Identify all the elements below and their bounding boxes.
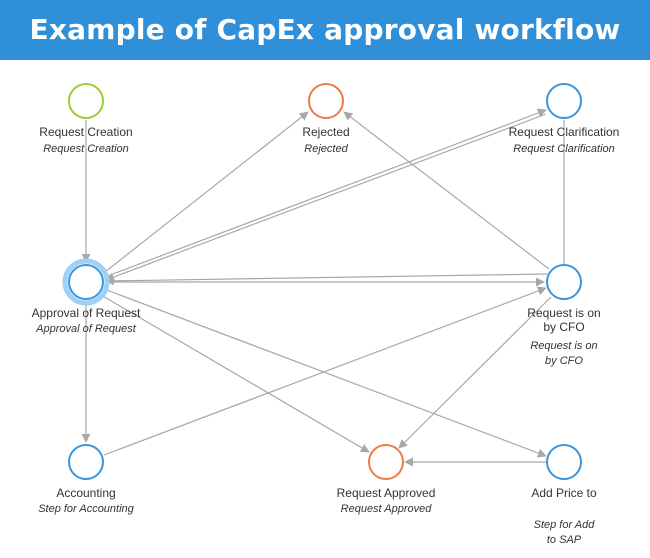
node-label-add-price: Add Price to (531, 486, 597, 500)
node-request-on-cfo[interactable] (546, 264, 582, 300)
node-step-request-creation: Request Creation (43, 143, 129, 155)
node-request-clarification[interactable] (546, 83, 582, 119)
node-add-price[interactable] (546, 444, 582, 480)
edge-cfo-to-rejected (343, 111, 550, 270)
node-step-add-price-line2: to SAP (546, 534, 582, 546)
node-approval-of-request-halo (62, 258, 110, 306)
node-label-request-approved: Request Approved (336, 486, 436, 500)
node-step-rejected: Rejected (304, 143, 348, 155)
edge-cfo-to-approved (398, 296, 552, 449)
title-banner (0, 0, 650, 60)
node-step-request-on-cfo-line1: Request is on (530, 340, 598, 352)
node-request-approved[interactable] (368, 444, 404, 480)
edge-clarification-to-approval (105, 113, 547, 282)
node-label-accounting: Accounting (56, 486, 116, 500)
node-label-rejected: Rejected (302, 125, 350, 139)
edge-cfo-to-approval (105, 273, 548, 286)
node-step-request-on-cfo-line2: by CFO (545, 355, 583, 367)
node-step-accounting: Step for Accounting (38, 503, 134, 515)
node-request-creation[interactable] (68, 83, 104, 119)
node-label-request-on-cfo-line1: Request is on (527, 306, 601, 320)
node-step-request-clarification: Request Clarification (513, 143, 615, 155)
node-step-approval-of-request: Approval of Request (36, 323, 136, 335)
node-label-approval-of-request: Approval of Request (31, 306, 141, 320)
node-step-request-approved: Request Approved (340, 503, 432, 515)
node-accounting[interactable] (68, 444, 104, 480)
edge-approval-to-approved (100, 294, 370, 453)
edge-approval-to-addprice (103, 288, 547, 458)
node-rejected[interactable] (308, 83, 344, 119)
edge-approval-to-rejected (104, 111, 309, 273)
node-label-request-on-cfo-line2: by CFO (543, 320, 585, 334)
node-label-request-creation: Request Creation (39, 125, 133, 139)
edge-accounting-to-cfo (103, 286, 547, 456)
node-step-add-price-line1: Step for Add (533, 519, 595, 531)
edge-approval-to-clarification (104, 108, 547, 278)
page-title: Example of CapEx approval workflow (29, 13, 621, 46)
node-label-request-clarification: Request Clarification (508, 125, 620, 139)
node-approval-of-request[interactable] (68, 264, 104, 300)
